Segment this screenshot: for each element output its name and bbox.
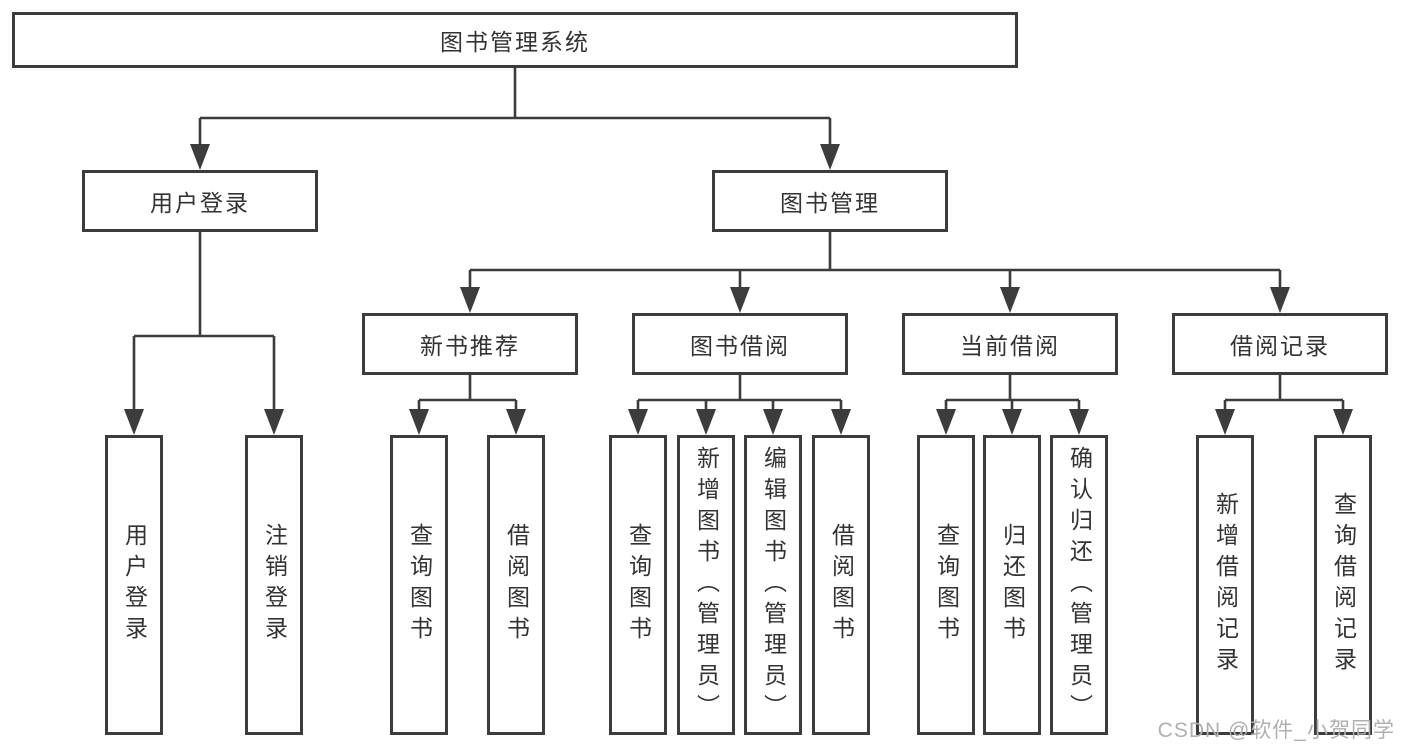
leaf-query-books-borrow: 查询图书	[609, 435, 667, 735]
node-label: 借阅记录	[1230, 333, 1330, 359]
arrowhead-down-icon	[506, 409, 526, 435]
arrowhead-down-icon	[1002, 409, 1022, 435]
arrowhead-down-icon	[190, 144, 210, 170]
leaf-label: 新增图书（管理员）	[693, 445, 720, 725]
leaf-label: 查询图书	[625, 523, 652, 647]
arrowhead-down-icon	[1069, 409, 1089, 435]
leaf-label: 查询图书	[406, 523, 433, 647]
leaf-confirm-return-admin: 确认归还（管理员）	[1050, 435, 1108, 735]
arrowhead-down-icon	[1215, 409, 1235, 435]
leaf-label: 查询借阅记录	[1330, 492, 1357, 678]
node-borrowing-records: 借阅记录	[1172, 313, 1388, 375]
leaf-user-login: 用户登录	[105, 435, 163, 735]
node-current-borrowing: 当前借阅	[902, 313, 1118, 375]
node-label: 图书借阅	[690, 333, 790, 359]
leaf-add-book-admin: 新增图书（管理员）	[677, 435, 735, 735]
leaf-query-books-current: 查询图书	[917, 435, 975, 735]
node-label: 新书推荐	[420, 333, 520, 359]
leaf-label: 用户登录	[121, 523, 148, 647]
arrowhead-down-icon	[820, 144, 840, 170]
leaf-query-borrow-record: 查询借阅记录	[1314, 435, 1372, 735]
arrowhead-down-icon	[409, 409, 429, 435]
node-user-login: 用户登录	[82, 170, 318, 232]
node-label: 图书管理系统	[440, 29, 590, 55]
leaf-label: 借阅图书	[503, 523, 530, 647]
leaf-label: 编辑图书（管理员）	[760, 445, 787, 725]
leaf-query-books-recommend: 查询图书	[390, 435, 448, 735]
node-book-management: 图书管理	[712, 170, 948, 232]
leaf-label: 归还图书	[999, 523, 1026, 647]
arrowhead-down-icon	[124, 409, 144, 435]
arrowhead-down-icon	[1000, 287, 1020, 313]
node-new-book-recommend: 新书推荐	[362, 313, 578, 375]
node-book-borrowing: 图书借阅	[632, 313, 848, 375]
arrowhead-down-icon	[730, 287, 750, 313]
leaf-add-borrow-record: 新增借阅记录	[1196, 435, 1254, 735]
arrowhead-down-icon	[763, 409, 783, 435]
arrowhead-down-icon	[696, 409, 716, 435]
leaf-borrow-books: 借阅图书	[812, 435, 870, 735]
arrowhead-down-icon	[264, 409, 284, 435]
csdn-watermark: CSDN @软件_小贺同学	[1157, 719, 1395, 742]
arrowhead-down-icon	[460, 287, 480, 313]
arrowhead-down-icon	[1270, 287, 1290, 313]
node-label: 用户登录	[150, 190, 250, 216]
leaf-return-books: 归还图书	[983, 435, 1041, 735]
leaf-logout: 注销登录	[245, 435, 303, 735]
arrowhead-down-icon	[831, 409, 851, 435]
arrowhead-down-icon	[1333, 409, 1353, 435]
arrowhead-down-icon	[936, 409, 956, 435]
leaf-label: 借阅图书	[828, 523, 855, 647]
node-label: 图书管理	[780, 190, 880, 216]
leaf-label: 确认归还（管理员）	[1066, 445, 1093, 725]
leaf-label: 查询图书	[933, 523, 960, 647]
leaf-borrow-books-recommend: 借阅图书	[487, 435, 545, 735]
arrowhead-down-icon	[628, 409, 648, 435]
leaf-edit-book-admin: 编辑图书（管理员）	[744, 435, 802, 735]
leaf-label: 新增借阅记录	[1212, 492, 1239, 678]
leaf-label: 注销登录	[261, 523, 288, 647]
node-label: 当前借阅	[960, 333, 1060, 359]
node-library-management-system: 图书管理系统	[12, 12, 1018, 68]
